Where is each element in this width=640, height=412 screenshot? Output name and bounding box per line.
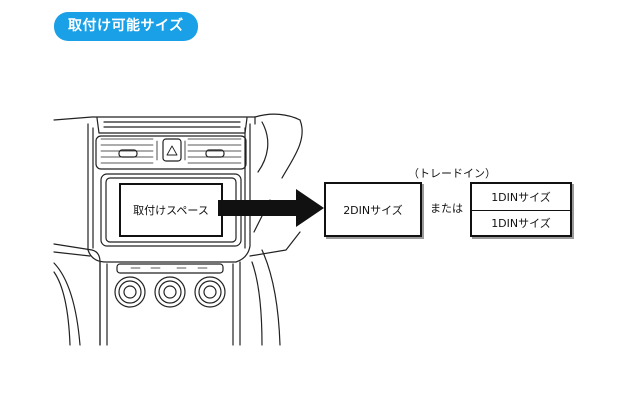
1din-size-box: 1DINサイズ 1DINサイズ (470, 182, 572, 237)
or-label: または (430, 202, 463, 215)
2din-size-label: 2DINサイズ (343, 203, 403, 217)
1din-size-label-bottom: 1DINサイズ (491, 216, 551, 230)
trade-in-label: （トレードイン） (408, 167, 496, 180)
2din-size-box: 2DINサイズ (324, 182, 422, 237)
1din-size-label-top: 1DINサイズ (472, 184, 570, 211)
size-badge: 取付け可能サイズ (54, 12, 198, 41)
install-space-label: 取付けスペース (133, 204, 209, 217)
